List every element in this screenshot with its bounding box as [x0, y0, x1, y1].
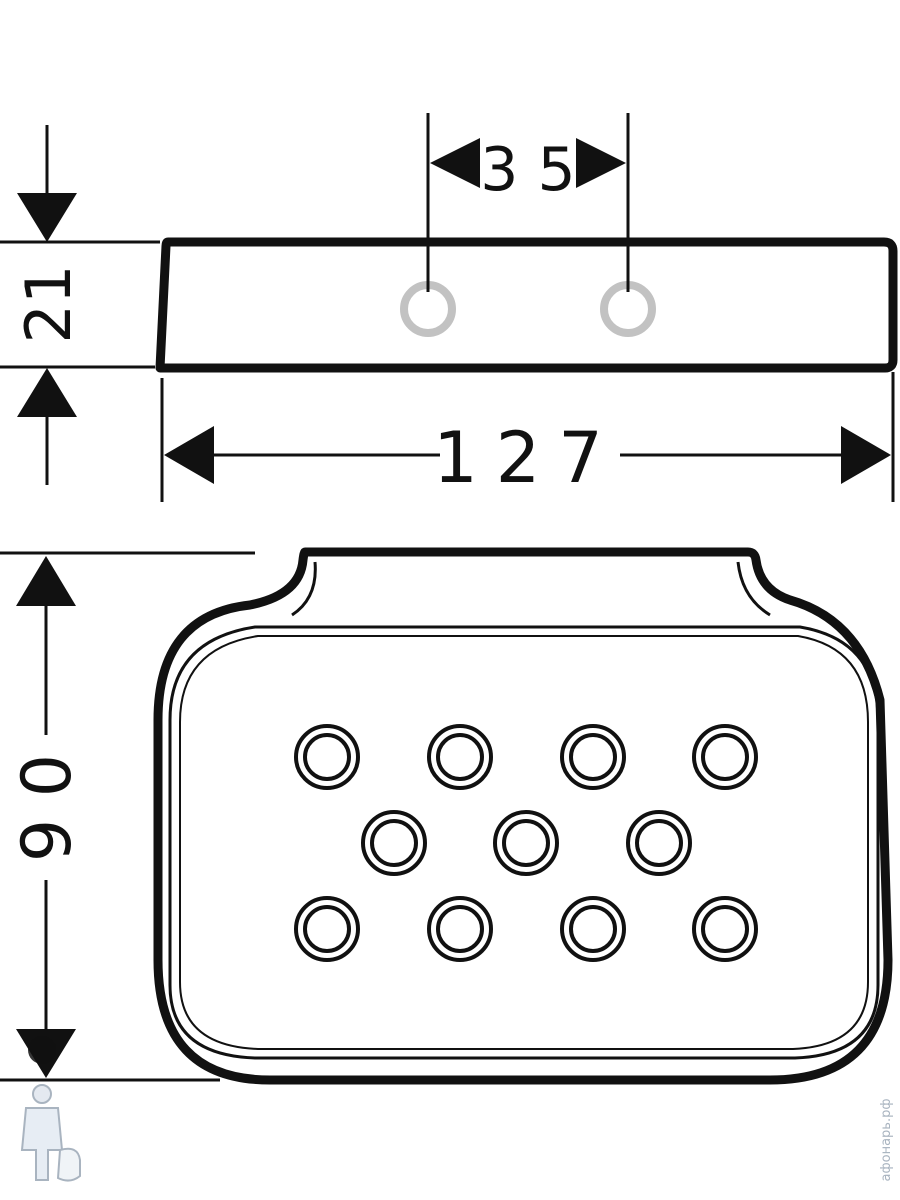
drain-hole-outer-ring — [493, 810, 559, 876]
mounting-hole-right — [600, 281, 656, 337]
plumber-mascot-logo — [20, 1084, 81, 1182]
top-view-back-lip — [291, 561, 771, 617]
drain-hole — [560, 896, 626, 962]
drain-hole — [427, 896, 493, 962]
drain-hole — [692, 896, 758, 962]
drain-hole-inner-ring — [303, 733, 351, 781]
drain-hole-inner-ring — [502, 819, 550, 867]
dimension-hole-spacing: 3 5 — [426, 113, 630, 292]
dimension-label-90: 9 0 — [8, 754, 87, 862]
drain-hole — [294, 896, 360, 962]
arrowhead — [841, 426, 891, 484]
drain-hole-inner-ring — [436, 905, 484, 953]
dimension-total-width: 127 — [160, 372, 895, 502]
drain-hole-inner-ring — [370, 819, 418, 867]
drain-hole — [692, 724, 758, 790]
watermark-text: афонарь.рф — [879, 1099, 894, 1182]
drain-hole-outer-ring — [692, 724, 758, 790]
drain-hole-outer-ring — [294, 724, 360, 790]
top-view-inner-tray — [168, 625, 880, 1060]
drain-holes — [294, 724, 758, 962]
top-view — [153, 547, 893, 1085]
arrowhead — [430, 138, 480, 188]
arrowhead — [16, 556, 76, 606]
drain-hole-inner-ring — [303, 905, 351, 953]
side-view-outline — [155, 237, 898, 373]
top-view-outer-outline — [153, 547, 893, 1085]
dimension-label-21: 21 — [12, 265, 85, 344]
drain-hole-inner-ring — [569, 733, 617, 781]
drain-hole-outer-ring — [427, 896, 493, 962]
drain-hole — [626, 810, 692, 876]
drain-hole — [560, 724, 626, 790]
dimension-height: 21 — [0, 125, 160, 485]
drain-hole-inner-ring — [436, 733, 484, 781]
drain-hole-outer-ring — [560, 896, 626, 962]
drain-hole-outer-ring — [294, 896, 360, 962]
drain-hole-inner-ring — [569, 905, 617, 953]
drain-hole-inner-ring — [635, 819, 683, 867]
dimension-label-127: 127 — [433, 417, 621, 499]
drain-hole — [493, 810, 559, 876]
watermark: афонарь.рф — [20, 1036, 894, 1182]
drain-hole-outer-ring — [626, 810, 692, 876]
arrowhead — [576, 138, 626, 188]
drain-hole — [294, 724, 360, 790]
dimension-label-35: 3 5 — [480, 135, 575, 205]
drain-hole — [361, 810, 427, 876]
drain-hole-inner-ring — [701, 905, 749, 953]
drain-hole-outer-ring — [692, 896, 758, 962]
top-view-inner-tray-inner — [179, 635, 869, 1050]
arrowhead — [164, 426, 214, 484]
side-view — [155, 237, 898, 373]
arrowhead — [17, 368, 77, 417]
drain-hole-outer-ring — [361, 810, 427, 876]
drain-hole — [427, 724, 493, 790]
drain-hole-inner-ring — [701, 733, 749, 781]
arrowhead — [17, 193, 77, 242]
drain-hole-outer-ring — [560, 724, 626, 790]
mounting-hole-left — [400, 281, 456, 337]
dimension-depth: 9 0 — [0, 551, 255, 1082]
drain-hole-outer-ring — [427, 724, 493, 790]
black-dot — [28, 1036, 56, 1064]
